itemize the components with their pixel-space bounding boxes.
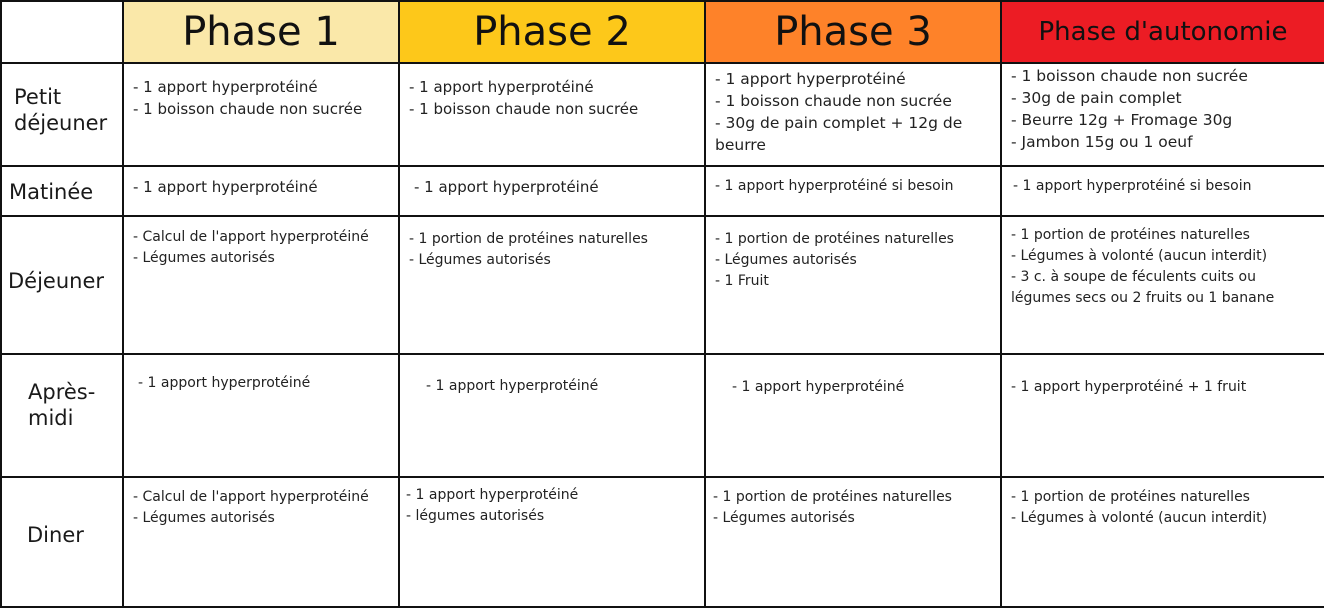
cell-line: - Calcul de l'apport hyperprotéiné	[133, 229, 369, 245]
cell-diner-phase3: - 1 portion de protéines naturelles - Lég…	[706, 478, 1002, 608]
cell-line: - 1 apport hyperprotéiné + 1 fruit	[1011, 379, 1247, 395]
meal-label: Déjeuner	[8, 269, 105, 293]
row-label-diner: Diner	[2, 478, 124, 608]
cell-line: - Légumes à volonté (aucun interdit)	[1011, 248, 1268, 264]
cell-line: - Légumes autorisés	[409, 252, 551, 268]
cell-line: - 1 apport hyperprotéiné	[414, 178, 599, 196]
cell-line: - Légumes à volonté (aucun interdit)	[1011, 510, 1268, 526]
cell-line: - Légumes autorisés	[133, 250, 275, 266]
cell-petit-dejeuner-phase1: - 1 apport hyperprotéiné - 1 boisson chau…	[124, 64, 400, 167]
cell-line: - 1 apport hyperprotéiné	[133, 78, 318, 96]
phase-3-label: Phase 3	[774, 9, 932, 55]
row-label-matinee: Matinée	[2, 167, 124, 217]
phase-1-header: Phase 1	[124, 2, 400, 64]
cell-line: - 1 portion de protéines naturelles	[409, 231, 648, 247]
phase-1-label: Phase 1	[182, 9, 340, 55]
cell-line: - 1 apport hyperprotéiné	[732, 379, 905, 395]
cell-matinee-phase1: - 1 apport hyperprotéiné	[124, 167, 400, 217]
cell-line: - Jambon 15g ou 1 oeuf	[1011, 133, 1193, 151]
phase-2-label: Phase 2	[473, 9, 631, 55]
meal-label: Diner	[27, 523, 84, 547]
cell-line: - Beurre 12g + Fromage 30g	[1011, 111, 1233, 129]
cell-petit-dejeuner-autonomie: - 1 boisson chaude non sucrée - 30g de pa…	[1002, 64, 1324, 167]
cell-diner-autonomie: - 1 portion de protéines naturelles - Lég…	[1002, 478, 1324, 608]
cell-line: - 1 boisson chaude non sucrée	[715, 92, 952, 110]
cell-apres-midi-phase2: - 1 apport hyperprotéiné	[400, 355, 706, 478]
cell-dejeuner-phase3: - 1 portion de protéines naturelles - Lég…	[706, 217, 1002, 355]
meal-label: Matinée	[9, 180, 94, 204]
cell-line: - 1 apport hyperprotéiné	[426, 378, 599, 394]
cell-line: - 1 apport hyperprotéiné si besoin	[715, 178, 954, 194]
cell-petit-dejeuner-phase3: - 1 apport hyperprotéiné - 1 boisson chau…	[706, 64, 1002, 167]
phase-3-header: Phase 3	[706, 2, 1002, 64]
phase-autonomie-header: Phase d'autonomie	[1002, 2, 1324, 64]
cell-line: - 1 Fruit	[715, 273, 769, 289]
cell-line: - Légumes autorisés	[713, 510, 855, 526]
cell-matinee-autonomie: - 1 apport hyperprotéiné si besoin	[1002, 167, 1324, 217]
cell-line: - Légumes autorisés	[133, 510, 275, 526]
cell-line: - Légumes autorisés	[715, 252, 857, 268]
cell-dejeuner-phase2: - 1 portion de protéines naturelles - Lég…	[400, 217, 706, 355]
cell-dejeuner-phase1: - Calcul de l'apport hyperprotéiné - Légu…	[124, 217, 400, 355]
cell-line: - 1 portion de protéines naturelles	[715, 231, 954, 247]
cell-line: - 1 apport hyperprotéiné	[406, 487, 579, 503]
cell-line: - 1 boisson chaude non sucrée	[1011, 67, 1248, 85]
cell-apres-midi-phase3: - 1 apport hyperprotéiné	[706, 355, 1002, 478]
corner-cell	[2, 2, 124, 64]
cell-line: - 30g de pain complet + 12g de beurre	[715, 114, 963, 154]
cell-line: - 1 boisson chaude non sucrée	[409, 100, 639, 118]
meal-label: Après-midi	[28, 380, 96, 431]
cell-line: - 1 boisson chaude non sucrée	[133, 100, 363, 118]
cell-matinee-phase3: - 1 apport hyperprotéiné si besoin	[706, 167, 1002, 217]
cell-petit-dejeuner-phase2: - 1 apport hyperprotéiné - 1 boisson chau…	[400, 64, 706, 167]
cell-line: - 3 c. à soupe de féculents cuits ou lég…	[1011, 269, 1275, 306]
cell-line: - 1 apport hyperprotéiné	[409, 78, 594, 96]
cell-line: - 1 portion de protéines naturelles	[1011, 227, 1250, 243]
row-label-apres-midi: Après-midi	[2, 355, 124, 478]
cell-diner-phase2: - 1 apport hyperprotéiné - légumes autori…	[400, 478, 706, 608]
cell-line: - 1 apport hyperprotéiné	[133, 178, 318, 196]
cell-line: - 1 apport hyperprotéiné si besoin	[1013, 178, 1252, 194]
cell-line: - 30g de pain complet	[1011, 89, 1182, 107]
cell-line: - 1 portion de protéines naturelles	[1011, 489, 1250, 505]
cell-line: - 1 portion de protéines naturelles	[713, 489, 952, 505]
phase-2-header: Phase 2	[400, 2, 706, 64]
cell-apres-midi-phase1: - 1 apport hyperprotéiné	[124, 355, 400, 478]
cell-matinee-phase2: - 1 apport hyperprotéiné	[400, 167, 706, 217]
row-label-dejeuner: Déjeuner	[2, 217, 124, 355]
phase-autonomie-label: Phase d'autonomie	[1038, 17, 1288, 47]
cell-diner-phase1: - Calcul de l'apport hyperprotéiné - Légu…	[124, 478, 400, 608]
cell-line: - Calcul de l'apport hyperprotéiné	[133, 489, 369, 505]
cell-line: - 1 apport hyperprotéiné	[715, 70, 906, 88]
cell-line: - légumes autorisés	[406, 508, 545, 524]
cell-dejeuner-autonomie: - 1 portion de protéines naturelles - Lég…	[1002, 217, 1324, 355]
cell-line: - 1 apport hyperprotéiné	[138, 375, 311, 391]
cell-apres-midi-autonomie: - 1 apport hyperprotéiné + 1 fruit	[1002, 355, 1324, 478]
